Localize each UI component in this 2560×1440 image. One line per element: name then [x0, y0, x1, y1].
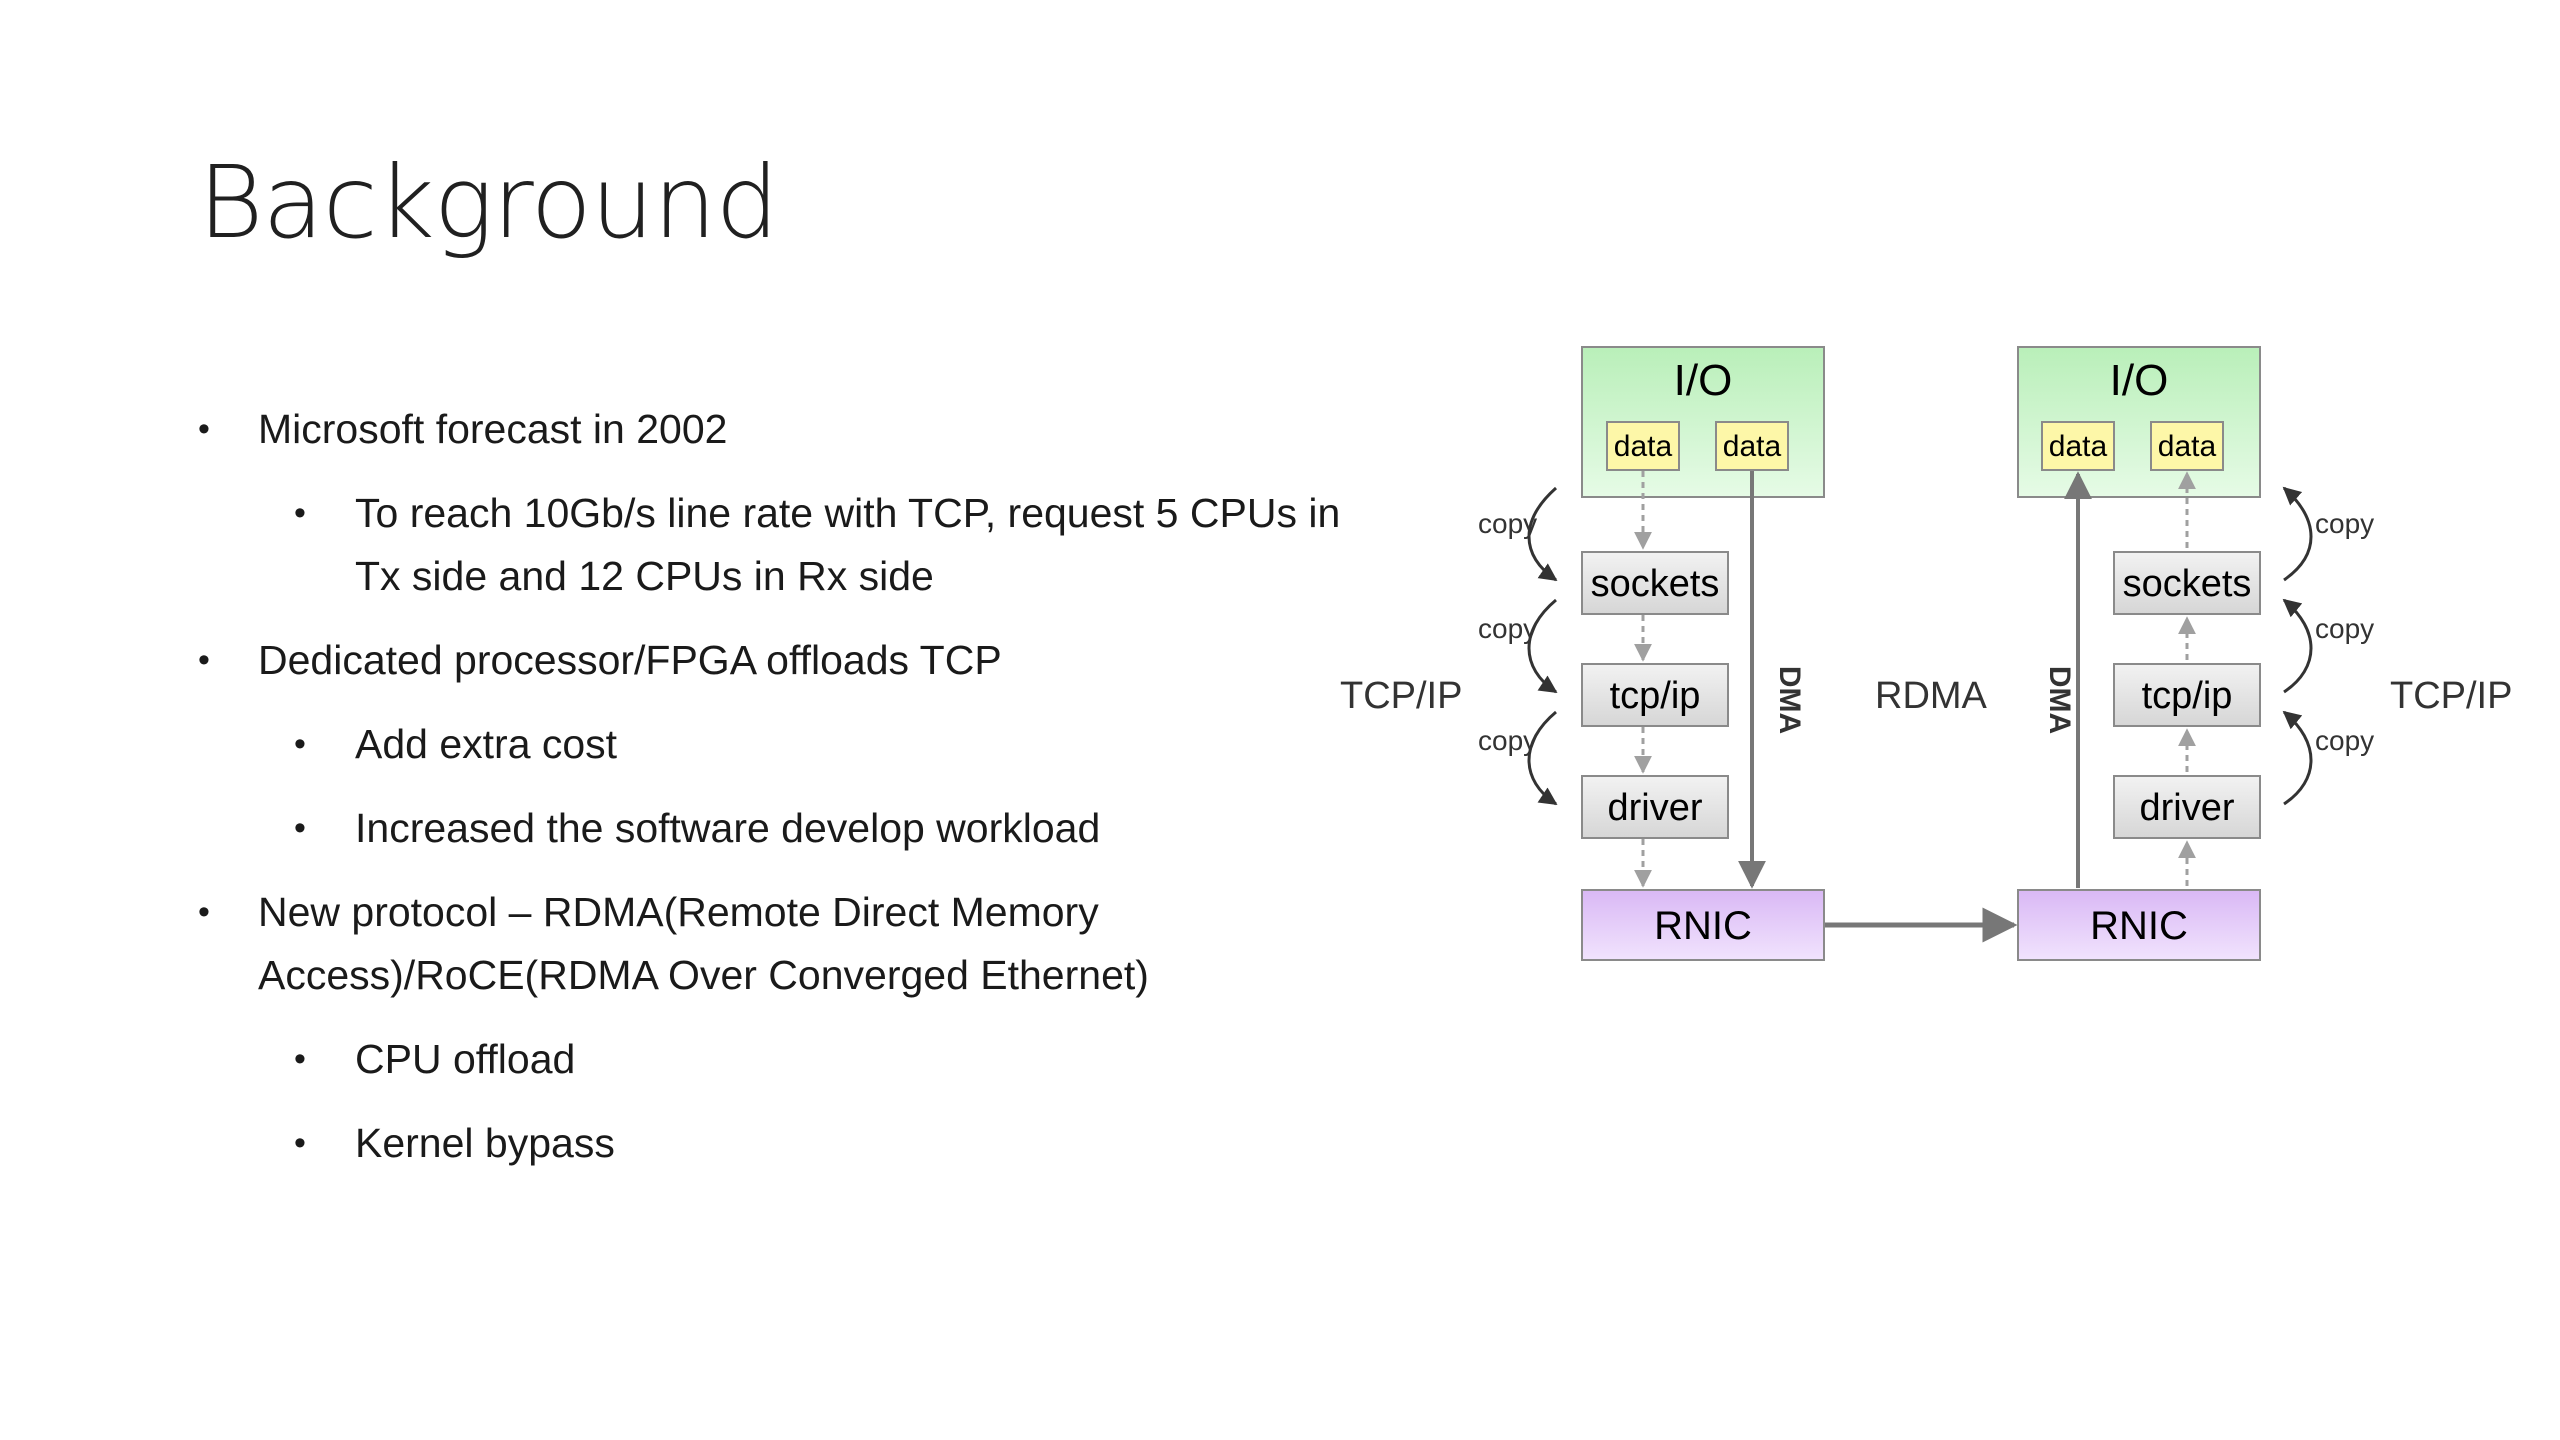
left-sockets-box	[1581, 551, 1729, 615]
left-driver-box	[1581, 775, 1729, 839]
bullet-marker: •	[198, 410, 210, 448]
bullet-marker: •	[294, 1040, 306, 1078]
bullet-list: • Microsoft forecast in 2002 • To reach 10…	[198, 398, 1348, 1196]
bullet-marker: •	[294, 809, 306, 847]
rdma-center-label: RDMA	[1875, 675, 1988, 717]
left-data-label-1: data	[1614, 430, 1673, 463]
bullet-marker: •	[294, 1124, 306, 1162]
right-copy-arrow-3	[2282, 710, 2313, 806]
bullet-item: • New protocol – RDMA(Remote Direct Memor…	[198, 881, 1348, 1007]
right-tcpip-box	[2113, 663, 2261, 727]
left-stack: I/O data data sockets tcp/ip driver RNIC…	[1340, 346, 1825, 961]
left-copy-arrow-3	[1527, 710, 1558, 806]
left-copy-label-3: copy	[1478, 725, 1537, 756]
bullet-text: CPU offload	[355, 1036, 576, 1082]
bullet-item: • Dedicated processor/FPGA offloads TCP	[198, 629, 1348, 692]
left-copy-arrow-1	[1527, 486, 1558, 582]
sub-bullet-item: • Add extra cost	[198, 713, 1348, 776]
bullet-text: New protocol – RDMA(Remote Direct Memory…	[258, 889, 1149, 998]
right-rnic-box	[2017, 889, 2261, 961]
left-data-label-2: data	[1723, 430, 1782, 463]
left-rnic-label: RNIC	[1654, 904, 1752, 948]
right-driver-label: driver	[2139, 787, 2234, 829]
left-data-box-1	[1606, 421, 1680, 471]
right-io-label: I/O	[2110, 356, 2169, 405]
sub-bullet-item: • CPU offload	[198, 1028, 1348, 1091]
left-sockets-label: sockets	[1591, 563, 1720, 605]
left-io-label: I/O	[1674, 356, 1733, 405]
right-sockets-label: sockets	[2123, 563, 2252, 605]
right-data-label-1: data	[2049, 430, 2108, 463]
bullet-text: Dedicated processor/FPGA offloads TCP	[258, 637, 1002, 683]
bullet-item: • Microsoft forecast in 2002	[198, 398, 1348, 461]
right-data-box-1	[2041, 421, 2115, 471]
bullet-text: Microsoft forecast in 2002	[258, 406, 728, 452]
right-copy-arrow-2	[2282, 598, 2313, 694]
left-data-box-2	[1715, 421, 1789, 471]
slide-title: Background	[198, 144, 779, 261]
rdma-vs-tcpip-diagram: I/O data data sockets tcp/ip driver RNIC…	[1340, 346, 2512, 961]
bullet-text: Kernel bypass	[355, 1120, 615, 1166]
sub-bullet-item: • To reach 10Gb/s line rate with TCP, req…	[198, 482, 1348, 608]
bullet-text: Add extra cost	[355, 721, 618, 767]
bullet-marker: •	[198, 641, 210, 679]
sub-bullet-item: • Kernel bypass	[198, 1112, 1348, 1175]
right-data-box-2	[2150, 421, 2224, 471]
left-tcpip-label: tcp/ip	[1610, 675, 1701, 717]
right-copy-label-3: copy	[2315, 725, 2374, 756]
right-data-label-2: data	[2158, 430, 2217, 463]
left-stack-label: TCP/IP	[1340, 675, 1462, 717]
left-copy-arrow-2	[1527, 598, 1558, 694]
left-dma-label: DMA	[1773, 666, 1806, 734]
right-sockets-box	[2113, 551, 2261, 615]
right-stack-label: TCP/IP	[2390, 675, 2512, 717]
bullet-marker: •	[294, 494, 306, 532]
right-dma-label: DMA	[2043, 666, 2076, 734]
left-rnic-box	[1581, 889, 1825, 961]
right-copy-label-2: copy	[2315, 613, 2374, 644]
sub-bullet-item: • Increased the software develop workload	[198, 797, 1348, 860]
left-driver-label: driver	[1607, 787, 1702, 829]
left-tcpip-box	[1581, 663, 1729, 727]
bullet-marker: •	[198, 893, 210, 931]
right-copy-arrow-1	[2282, 486, 2313, 582]
right-copy-label-1: copy	[2315, 508, 2374, 539]
bullet-marker: •	[294, 725, 306, 763]
bullet-text: To reach 10Gb/s line rate with TCP, requ…	[355, 490, 1341, 599]
left-copy-label-1: copy	[1478, 508, 1537, 539]
right-stack: I/O data data sockets tcp/ip driver RNIC…	[2017, 346, 2512, 961]
right-tcpip-label: tcp/ip	[2142, 675, 2233, 717]
right-driver-box	[2113, 775, 2261, 839]
bullet-text: Increased the software develop workload	[355, 805, 1101, 851]
left-copy-label-2: copy	[1478, 613, 1537, 644]
right-rnic-label: RNIC	[2090, 904, 2188, 948]
